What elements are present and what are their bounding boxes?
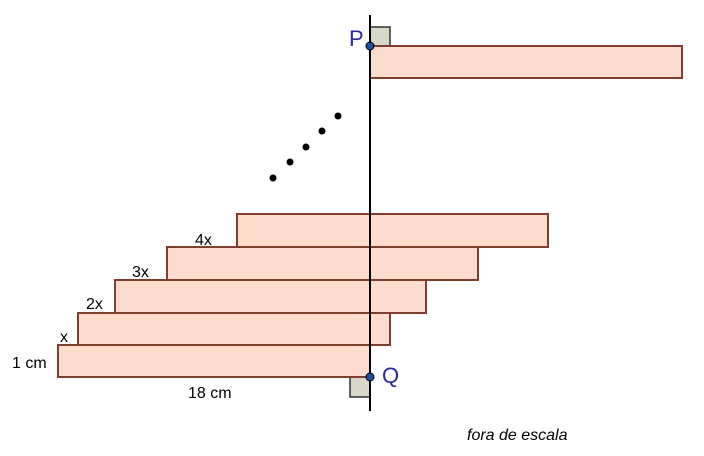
dot (302, 143, 310, 151)
bar-3 (114, 279, 427, 314)
label-2x: 2x (86, 296, 103, 313)
label-q: Q (382, 363, 399, 388)
label-x: x (60, 329, 68, 346)
dot (318, 127, 326, 135)
label-p: P (349, 26, 364, 51)
scale-note: fora de escala (467, 427, 568, 444)
point-q (365, 372, 375, 382)
bar-2 (77, 312, 391, 346)
dot (334, 112, 342, 120)
bar-5 (236, 213, 549, 248)
label-length: 18 cm (188, 385, 232, 402)
dot (269, 174, 277, 182)
dot (286, 158, 294, 166)
ellipsis-dots (269, 112, 342, 182)
bar-4 (166, 246, 479, 281)
label-4x: 4x (195, 232, 212, 249)
bar-1 (57, 344, 371, 378)
point-p (365, 41, 375, 51)
label-height: 1 cm (12, 355, 47, 372)
label-3x: 3x (132, 264, 149, 281)
bar-top (369, 45, 683, 79)
